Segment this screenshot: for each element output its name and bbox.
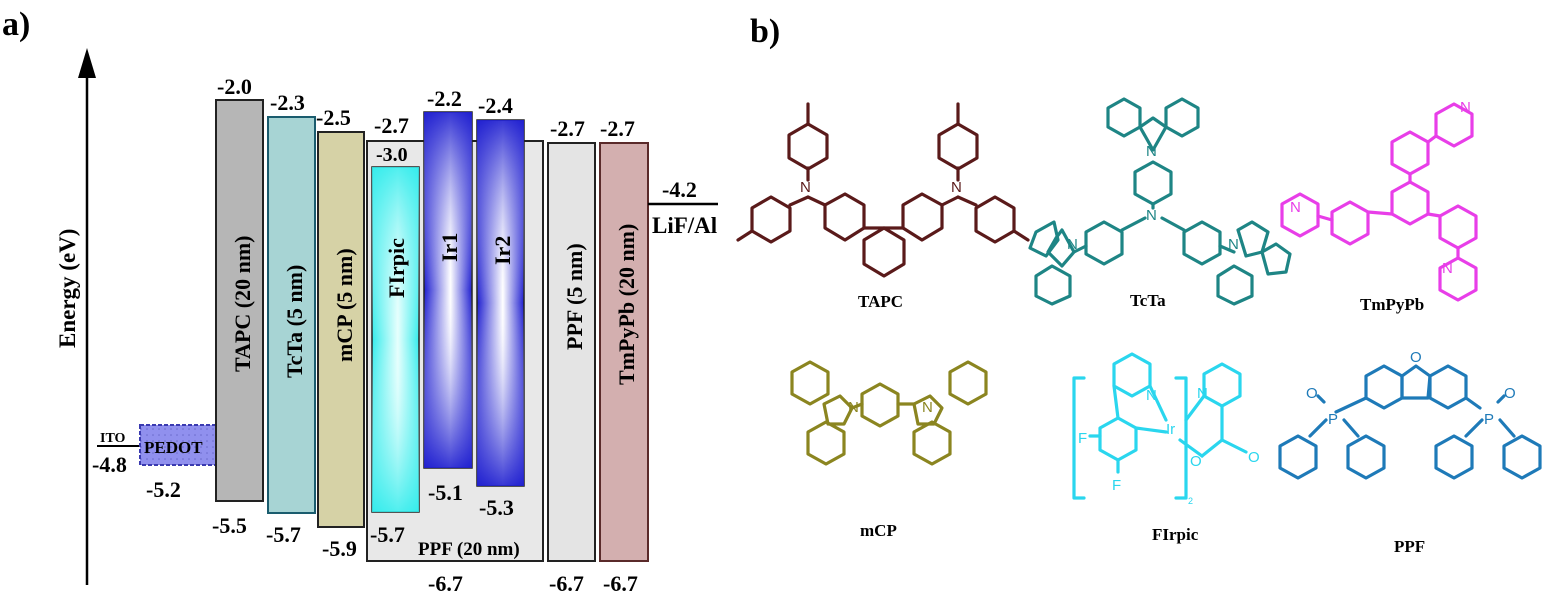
tcta-bottom: -5.7 xyxy=(266,522,301,547)
tapc-molecule-label: TAPC xyxy=(858,292,903,311)
firpic-bottom: -5.7 xyxy=(370,522,405,547)
tmpypb-atom-n3: N xyxy=(1442,260,1453,277)
panel-b-label: b) xyxy=(750,13,780,50)
ppf-host-top: -2.7 xyxy=(374,113,409,138)
firpic-subscript: 2 xyxy=(1188,496,1193,506)
firpic-atom-n2: N xyxy=(1197,385,1208,402)
ito-label: ITO xyxy=(100,431,126,446)
firpic-layer-shade xyxy=(372,167,419,512)
ppf-atom-p2: P xyxy=(1484,411,1494,428)
ppf-atom-o2: O xyxy=(1504,385,1516,402)
firpic-atom-o2: O xyxy=(1248,449,1260,466)
firpic-atom-n1: N xyxy=(1146,387,1157,404)
mcp-molecule-label: mCP xyxy=(860,521,897,540)
ir2-top: -2.4 xyxy=(478,93,513,118)
tcta-atom-n3: N xyxy=(1067,236,1078,253)
tapc-bottom: -5.5 xyxy=(212,513,247,538)
ppf-layer-label: PPF (5 nm) xyxy=(562,243,587,350)
energy-axis-arrow xyxy=(78,48,96,78)
tcta-molecule-label: TcTa xyxy=(1130,291,1166,310)
firpic-layer-label: FIrpic xyxy=(384,238,409,298)
firpic-atom-f1: F xyxy=(1078,430,1087,447)
tmpypb-atom-n2: N xyxy=(1290,199,1301,216)
ir2-bottom: -5.3 xyxy=(479,495,514,520)
mcp-bottom: -5.9 xyxy=(322,536,357,561)
mcp-structure xyxy=(790,360,988,466)
ppf-bottom: -6.7 xyxy=(549,571,584,596)
tcta-top: -2.3 xyxy=(270,90,305,115)
tapc-layer-label: TAPC (20 nm) xyxy=(230,236,255,372)
energy-axis-label: Energy (eV) xyxy=(55,229,80,348)
mcp-top: -2.5 xyxy=(316,105,351,130)
tmpypb-structure xyxy=(1280,102,1478,302)
ir2-layer-shade xyxy=(477,120,524,486)
tapc-structure xyxy=(736,102,1030,278)
tcta-atom-n1: N xyxy=(1146,143,1157,160)
ppf-host-bottom: -6.7 xyxy=(428,571,463,596)
ir1-top: -2.2 xyxy=(427,86,462,111)
tcta-structure xyxy=(1028,97,1292,306)
ppf-top: -2.7 xyxy=(550,116,585,141)
tmpypb-layer xyxy=(599,142,649,562)
tcta-layer xyxy=(267,116,316,514)
tcta-atom-n2: N xyxy=(1146,207,1157,224)
firpic-molecule-label: FIrpic xyxy=(1152,525,1199,544)
tmpypb-molecule-label: TmPyPb xyxy=(1360,295,1424,314)
firpic-atom-o1: O xyxy=(1190,453,1202,470)
tmpypb-bottom: -6.7 xyxy=(603,571,638,596)
pedot-value: -5.2 xyxy=(146,477,181,502)
ppf-layer xyxy=(547,142,596,562)
ppf-structure xyxy=(1278,364,1542,480)
pedot-label: PEDOT xyxy=(144,438,203,457)
ppf-atom-p1: P xyxy=(1328,411,1338,428)
panel-a-label: a) xyxy=(2,6,30,43)
ir1-layer-label: Ir1 xyxy=(437,233,462,262)
firpic-top: -3.0 xyxy=(376,144,408,166)
tmpypb-top: -2.7 xyxy=(600,116,635,141)
ppf-molecule-label: PPF xyxy=(1394,537,1425,556)
tapc-atom-n1: N xyxy=(800,179,811,196)
ir1-bottom: -5.1 xyxy=(428,480,463,505)
mcp-atom-n1: N xyxy=(848,399,859,416)
firpic-structure xyxy=(1072,352,1248,500)
ppf-atom-o-furan: O xyxy=(1410,349,1422,366)
tmpypb-layer-label: TmPyPb (20 nm) xyxy=(614,224,639,385)
ir2-layer-label: Ir2 xyxy=(490,236,515,265)
firpic-atom-f2: F xyxy=(1112,477,1121,494)
mcp-atom-n2: N xyxy=(922,399,933,416)
ito-value: -4.8 xyxy=(92,452,127,477)
firpic-atom-ir: Ir xyxy=(1166,421,1175,438)
tmpypb-atom-n1: N xyxy=(1460,99,1471,116)
tcta-layer-label: TcTa (5 nm) xyxy=(282,265,307,378)
ir1-layer-shade xyxy=(424,112,472,468)
tcta-atom-n4: N xyxy=(1228,236,1239,253)
ppf-host-label: PPF (20 nm) xyxy=(418,539,520,560)
tapc-atom-n2: N xyxy=(951,179,962,196)
ppf-atom-o1: O xyxy=(1306,385,1318,402)
mcp-layer xyxy=(317,131,365,528)
cathode-value: -4.2 xyxy=(662,177,697,202)
tapc-layer xyxy=(215,99,264,502)
cathode-label: LiF/Al xyxy=(652,213,717,238)
mcp-layer-label: mCP (5 nm) xyxy=(332,248,357,362)
tapc-top: -2.0 xyxy=(217,74,252,99)
